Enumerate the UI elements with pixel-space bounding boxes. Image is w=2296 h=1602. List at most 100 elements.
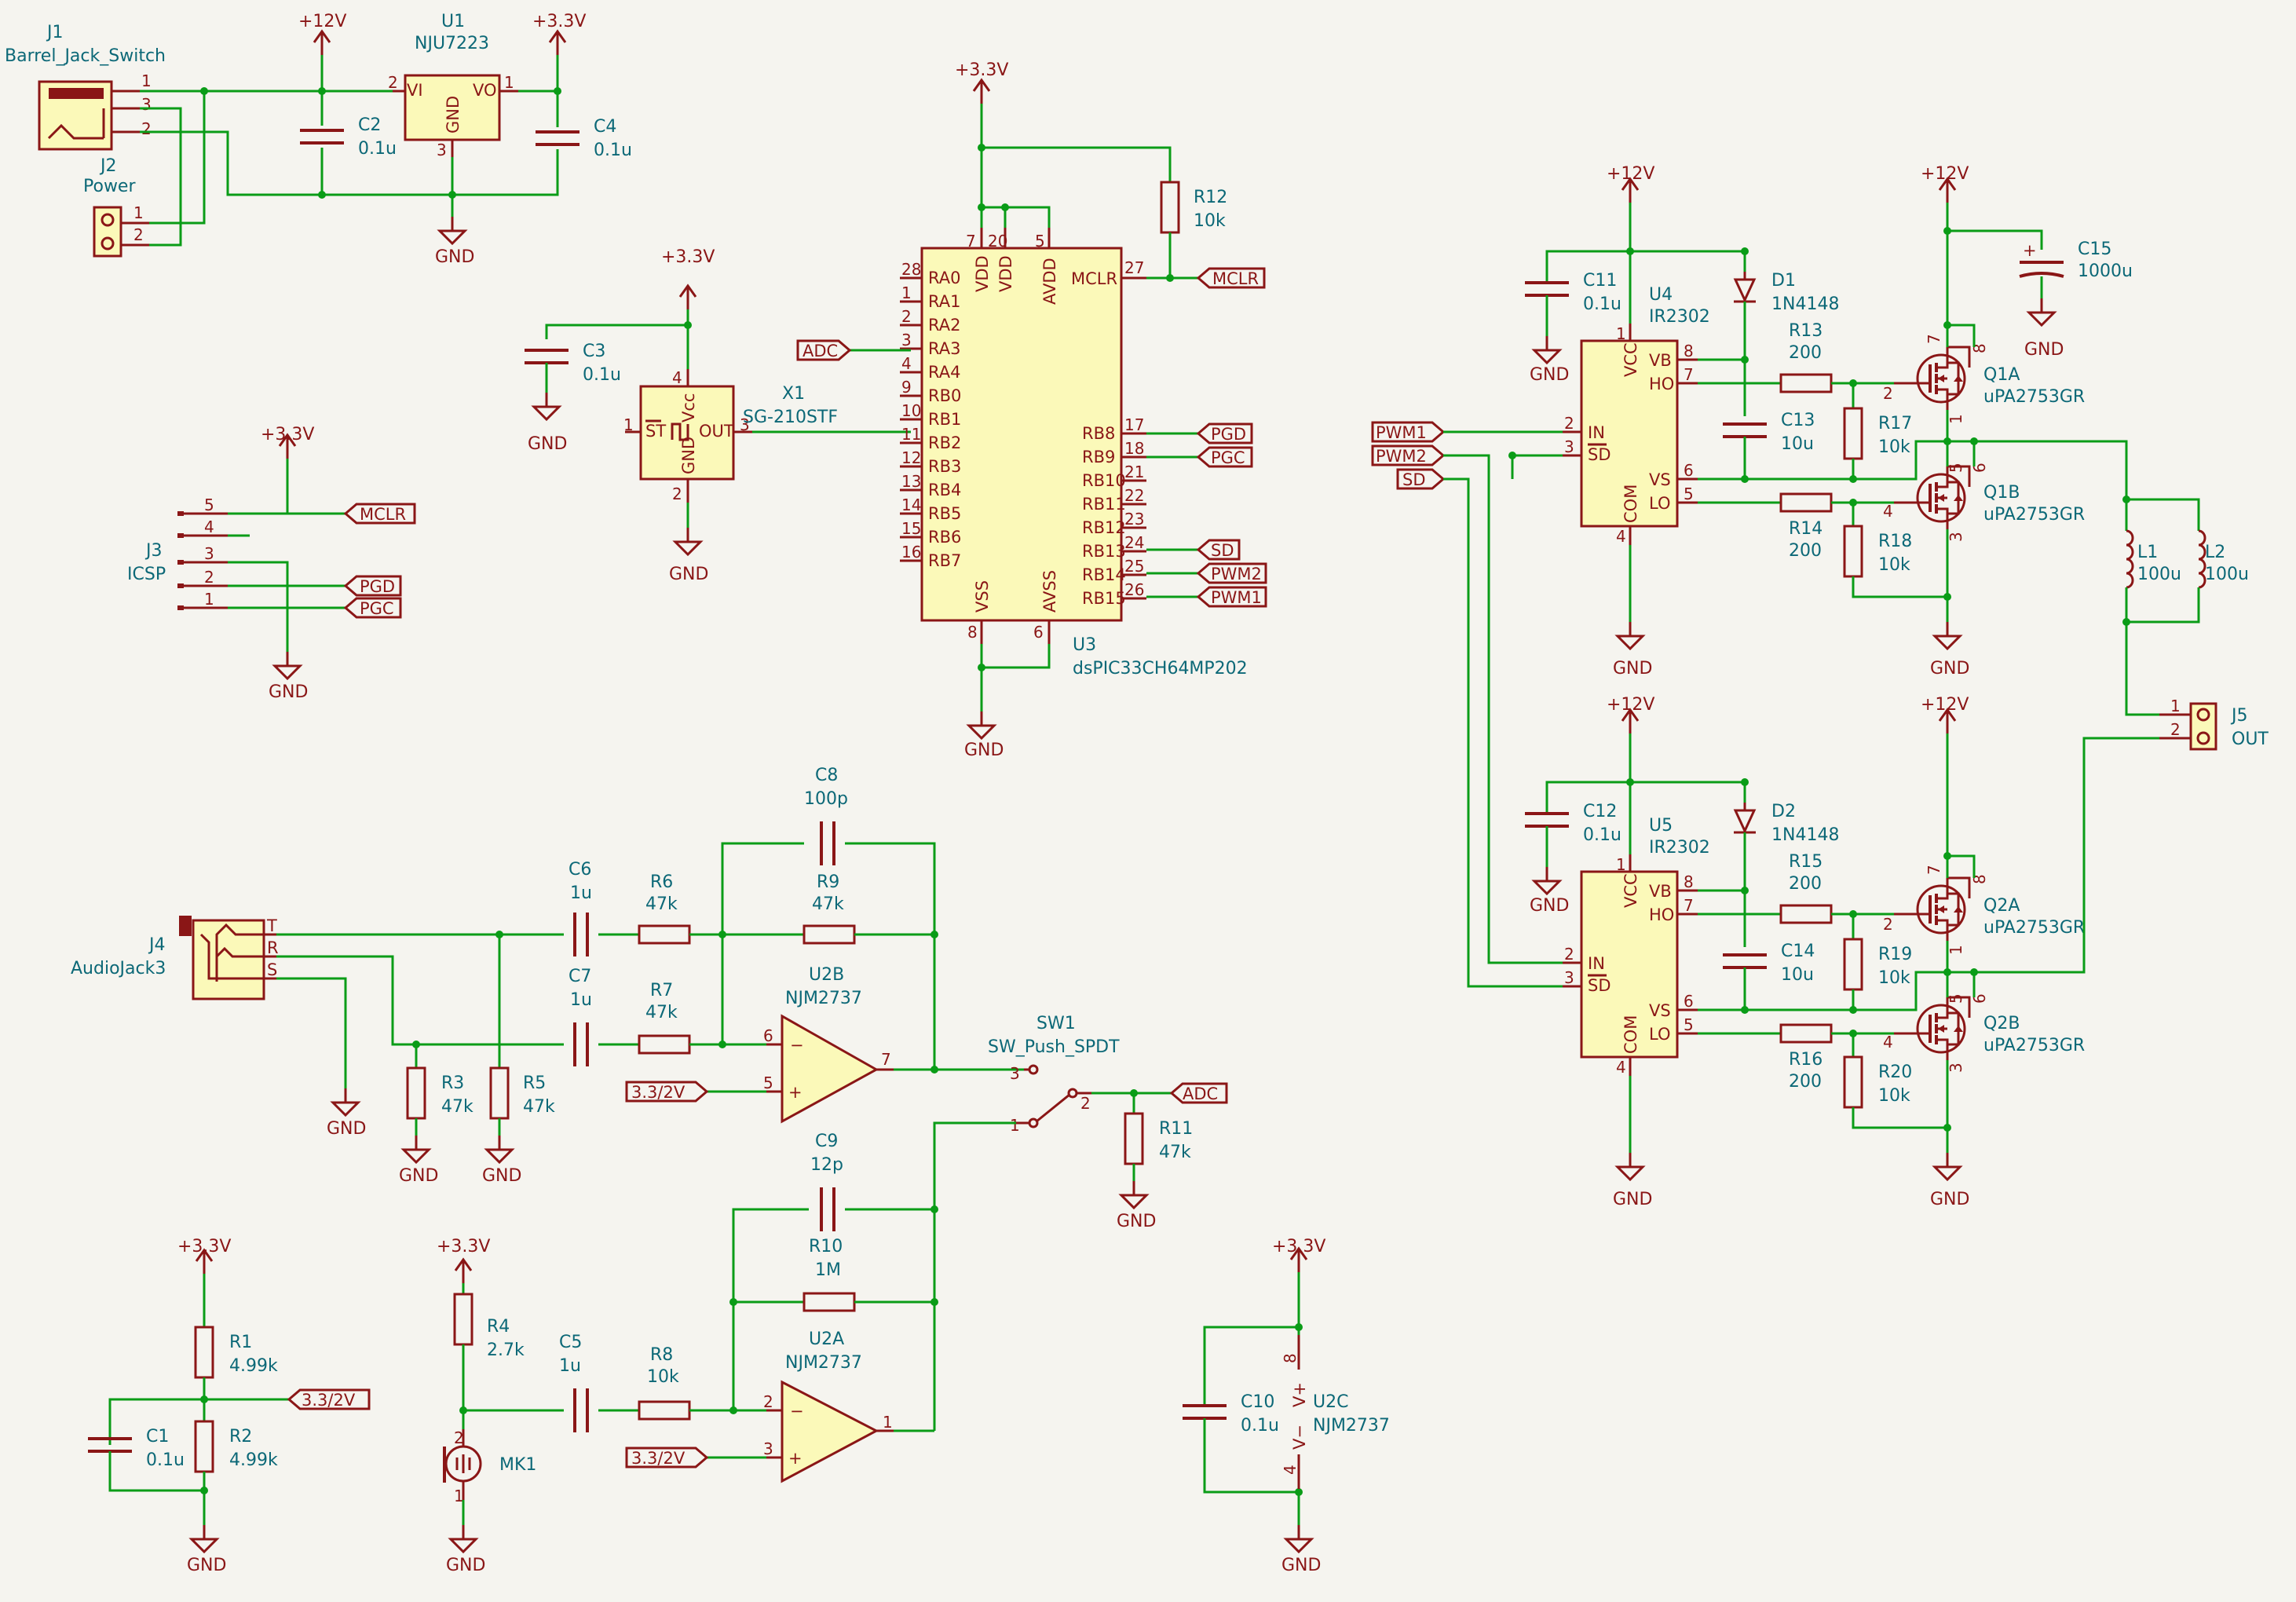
q2a-value: uPA2753GR	[1983, 918, 2085, 938]
u5-ho-pin-name: HO	[1649, 905, 1674, 924]
r10-ref: R10	[809, 1237, 843, 1256]
l2-inductor-icon	[2198, 529, 2206, 589]
u2b-opamp	[781, 1014, 879, 1124]
u2a-opamp	[781, 1380, 879, 1483]
r15-value: 200	[1789, 874, 1822, 894]
gnd-label-r11: GND	[1117, 1212, 1156, 1231]
u3-pin-name-rb8: RB8	[1082, 424, 1115, 443]
label-half-u2b: 3.3/2V	[625, 1081, 709, 1103]
label-half-u2a: 3.3/2V	[625, 1447, 709, 1468]
u1-vo-pin-name: VO	[473, 81, 497, 100]
svg-text:+: +	[788, 1449, 803, 1468]
power-input-section: 1 3 2 J1 Barrel_Jack_Switch 1 2 J2 Power…	[5, 12, 632, 267]
d1-diode-icon	[1733, 278, 1757, 303]
label-sd-driver: SD	[1396, 468, 1446, 490]
c7-value: 1u	[570, 990, 592, 1010]
u2a-ref: U2A	[809, 1330, 844, 1349]
u3-pin-name-rb11: RB11	[1082, 495, 1126, 514]
label-sd-mcu: SD	[1196, 539, 1241, 561]
l1-inductor-icon	[2126, 529, 2134, 589]
l2-ref: L2	[2205, 543, 2225, 562]
power-label-33v-mcu: +3.3V	[955, 60, 1008, 80]
c7-ref: C7	[569, 967, 591, 986]
svg-text:MCLR: MCLR	[360, 505, 406, 524]
q1a-pin-7: 7	[1925, 334, 1943, 344]
u3-pin-name-rb9: RB9	[1082, 448, 1115, 466]
u5-pin-5: 5	[1684, 1015, 1694, 1034]
c12-ref: C12	[1583, 802, 1617, 821]
c14-ref: C14	[1781, 942, 1815, 961]
u4-pin-8: 8	[1684, 342, 1694, 360]
u3-avdd-pin-name: AVDD	[1040, 258, 1059, 305]
u2a-pin-3: 3	[763, 1439, 773, 1458]
u3-pin-number-23: 23	[1124, 510, 1144, 529]
r11-ref: R11	[1159, 1119, 1193, 1139]
u3-pin-number-12: 12	[901, 448, 921, 467]
u5-pin-3: 3	[1564, 968, 1574, 987]
u4-pin-5: 5	[1684, 485, 1694, 503]
r2-value: 4.99k	[229, 1450, 278, 1470]
gnd-label-mcu: GND	[964, 741, 1004, 760]
j3-pin-2: 2	[204, 568, 214, 587]
r15-ref: R15	[1789, 852, 1823, 872]
r18-ref: R18	[1878, 532, 1912, 551]
j5-value: OUT	[2232, 730, 2269, 749]
u1-value: NJU7223	[415, 34, 489, 53]
gnd-label-q2b: GND	[1930, 1190, 1969, 1209]
gnd-label-c12: GND	[1530, 896, 1569, 916]
u2a-value: NJM2737	[785, 1353, 862, 1373]
label-adc-mcu: ADC	[796, 339, 852, 361]
j5-ref: J5	[2230, 706, 2248, 726]
oscillator-section: +3.3V C3 0.1u GND ST OUT Vcc GND 1 3 4 2…	[523, 247, 911, 584]
u3-vdd2-pin-name: VDD	[996, 255, 1015, 292]
power-label-33v-mic: +3.3V	[437, 1237, 490, 1256]
d2-value: 1N4148	[1771, 825, 1839, 845]
u1-vi-pin-name: VI	[407, 81, 423, 100]
r17-value: 10k	[1878, 437, 1910, 457]
j5-pin-1: 1	[2170, 697, 2181, 715]
icsp-section: +3.3V 5 4 3 2 1 J3 ICSP GND MCLR PGD PGC	[127, 425, 416, 702]
j4-ring-pin: R	[267, 938, 279, 957]
svg-text:PGD: PGD	[1211, 425, 1246, 444]
u4-vcc-pin-name: VCC	[1621, 342, 1640, 377]
c3-ref: C3	[583, 342, 605, 361]
u3-ref: U3	[1073, 635, 1096, 655]
u4-pin-2: 2	[1564, 414, 1574, 433]
u5-in-pin-name: IN	[1588, 954, 1605, 973]
u3-pin-number-17: 17	[1124, 415, 1144, 434]
u3-pin-name-rb4: RB4	[928, 481, 961, 499]
u4-value: IR2302	[1649, 307, 1710, 327]
power-label-12v-u4: +12V	[1607, 164, 1654, 184]
u3-pin-number-11: 11	[901, 425, 921, 444]
q2a-ref: Q2A	[1983, 896, 2020, 916]
u2c-ref: U2C	[1313, 1392, 1348, 1412]
u3-pin-number-28: 28	[901, 260, 921, 279]
label-pgc-mcu: PGC	[1196, 446, 1253, 468]
q1b-value: uPA2753GR	[1983, 505, 2085, 525]
r5-value: 47k	[523, 1097, 555, 1117]
u1-pin-2: 2	[388, 73, 398, 92]
c8-value: 100p	[804, 789, 848, 809]
r1-value: 4.99k	[229, 1356, 278, 1376]
u1-ref: U1	[441, 12, 465, 31]
j2-pin-2: 2	[133, 225, 144, 244]
x1-ref: X1	[782, 384, 805, 404]
j4-tip-pin: T	[266, 916, 277, 935]
r11-value: 47k	[1159, 1143, 1191, 1162]
c2-value: 0.1u	[358, 139, 397, 159]
r8-value: 10k	[647, 1367, 679, 1387]
u3-pin-name-rb15: RB15	[1082, 589, 1126, 608]
u3-pin-name-rb10: RB10	[1082, 471, 1126, 490]
u2c-vminus: V−	[1290, 1425, 1309, 1450]
u2c-pin-8: 8	[1281, 1353, 1300, 1363]
u3-pin-number-24: 24	[1124, 533, 1144, 552]
jack-pin-icon	[49, 88, 104, 99]
c15-ref: C15	[2078, 240, 2111, 259]
r5-ref: R5	[523, 1073, 546, 1093]
label-mclr-icsp: MCLR	[343, 503, 416, 525]
u3-pin-name-rb5: RB5	[928, 504, 961, 523]
u3-pin-name-ra4: RA4	[928, 363, 960, 382]
power-label-33v-div: +3.3V	[177, 1237, 231, 1256]
